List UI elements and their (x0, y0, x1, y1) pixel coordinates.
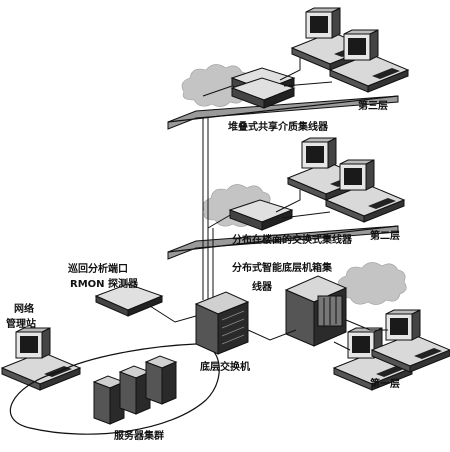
label-base-switch: 底层交换机 (200, 362, 250, 373)
f2-links (275, 190, 331, 219)
smart-chassis-hub-icon (284, 275, 348, 347)
label-floor2: 第二层 (370, 231, 400, 242)
f1-links (247, 319, 388, 351)
server-cluster-icon (92, 355, 178, 425)
label-stacked-hub: 堆叠式共享介质集线器 (228, 122, 328, 133)
lan-ring (9, 343, 220, 435)
label-smart-chassis-line1: 分布式智能底层机箱集 (232, 263, 332, 274)
f3-links (279, 58, 333, 87)
label-mgmt-line2: 管理站 (6, 319, 36, 330)
label-rmon-line2: RMON 探测器 (70, 279, 139, 290)
floor2-slab (167, 225, 399, 260)
label-server-cluster: 服务器集群 (114, 431, 164, 442)
rmon-probe-icon (94, 283, 197, 323)
cloud-floor1 (337, 262, 407, 305)
base-switch-icon (194, 291, 250, 355)
label-smart-chassis-line2: 线器 (252, 282, 272, 293)
label-mgmt-line1: 网络 (14, 304, 34, 315)
label-rmon-line1: 巡回分析端口 (68, 264, 128, 275)
riser-cables (202, 85, 233, 300)
label-floor-switch-hub: 分布在楼面的交换式集线器 (232, 235, 352, 246)
management-station-icon (1, 327, 81, 391)
label-floor1: 第一层 (370, 379, 400, 390)
floor3-slab (167, 95, 399, 130)
label-floor3: 第三层 (358, 101, 388, 112)
